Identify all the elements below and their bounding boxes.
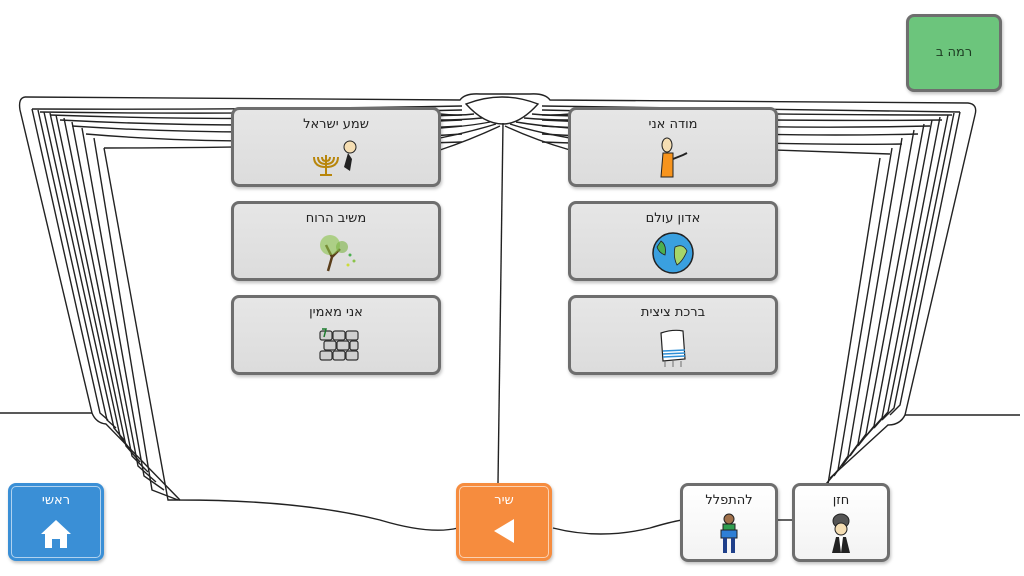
windy-tree-icon	[306, 231, 366, 275]
prayer-tile-label: משיב הרוח	[305, 211, 367, 226]
pray-tile-label: להתפלל	[705, 493, 753, 508]
cantor-tile[interactable]: חזן	[792, 483, 890, 562]
prayer-tile-adon-olam[interactable]: אדון עולם	[568, 201, 778, 281]
pray-tile[interactable]: להתפלל	[680, 483, 778, 562]
home-button-label: ראשי	[41, 493, 71, 508]
prayer-tile-label: ברכת ציצית	[640, 305, 706, 320]
thankful-person-icon	[643, 137, 703, 181]
menorah-person-icon	[306, 137, 366, 181]
book-bottom-curve	[552, 519, 683, 535]
level-button-label: רמה ב	[935, 45, 973, 60]
home-button[interactable]: ראשי	[8, 483, 104, 561]
level-button[interactable]: רמה ב	[906, 14, 1002, 92]
prayer-tile-birkat-tzitzit[interactable]: ברכת ציצית	[568, 295, 778, 375]
back-arrow-icon	[492, 518, 516, 548]
spine-fan-lines	[439, 113, 571, 151]
back-song-button-label: שיר	[494, 493, 514, 508]
western-wall-icon	[306, 325, 366, 369]
cantor-icon	[811, 513, 871, 557]
cantor-tile-label: חזן	[832, 493, 850, 508]
back-song-button[interactable]: שיר	[456, 483, 552, 561]
prayer-tile-label: אדון עולם	[645, 211, 701, 226]
spine-cap	[464, 96, 540, 125]
prayer-tile-shema-yisrael[interactable]: שמע ישראל	[231, 107, 441, 187]
prayer-tile-mashiv-haruach[interactable]: משיב הרוח	[231, 201, 441, 281]
home-icon	[39, 518, 73, 552]
prayer-tile-ani-maamin[interactable]: אני מאמין	[231, 295, 441, 375]
prayer-tile-label: שמע ישראל	[303, 117, 369, 132]
globe-icon	[643, 231, 703, 275]
prayer-tile-label: אני מאמין	[309, 305, 363, 320]
book-spine	[497, 122, 504, 484]
tallit-icon	[643, 325, 703, 369]
prayer-tile-label: מודה אני	[648, 117, 698, 132]
praying-person-icon	[699, 513, 759, 557]
book-cover-outline	[18, 96, 459, 531]
prayer-tile-modeh-ani[interactable]: מודה אני	[568, 107, 778, 187]
book-cover-top-left	[24, 93, 977, 479]
